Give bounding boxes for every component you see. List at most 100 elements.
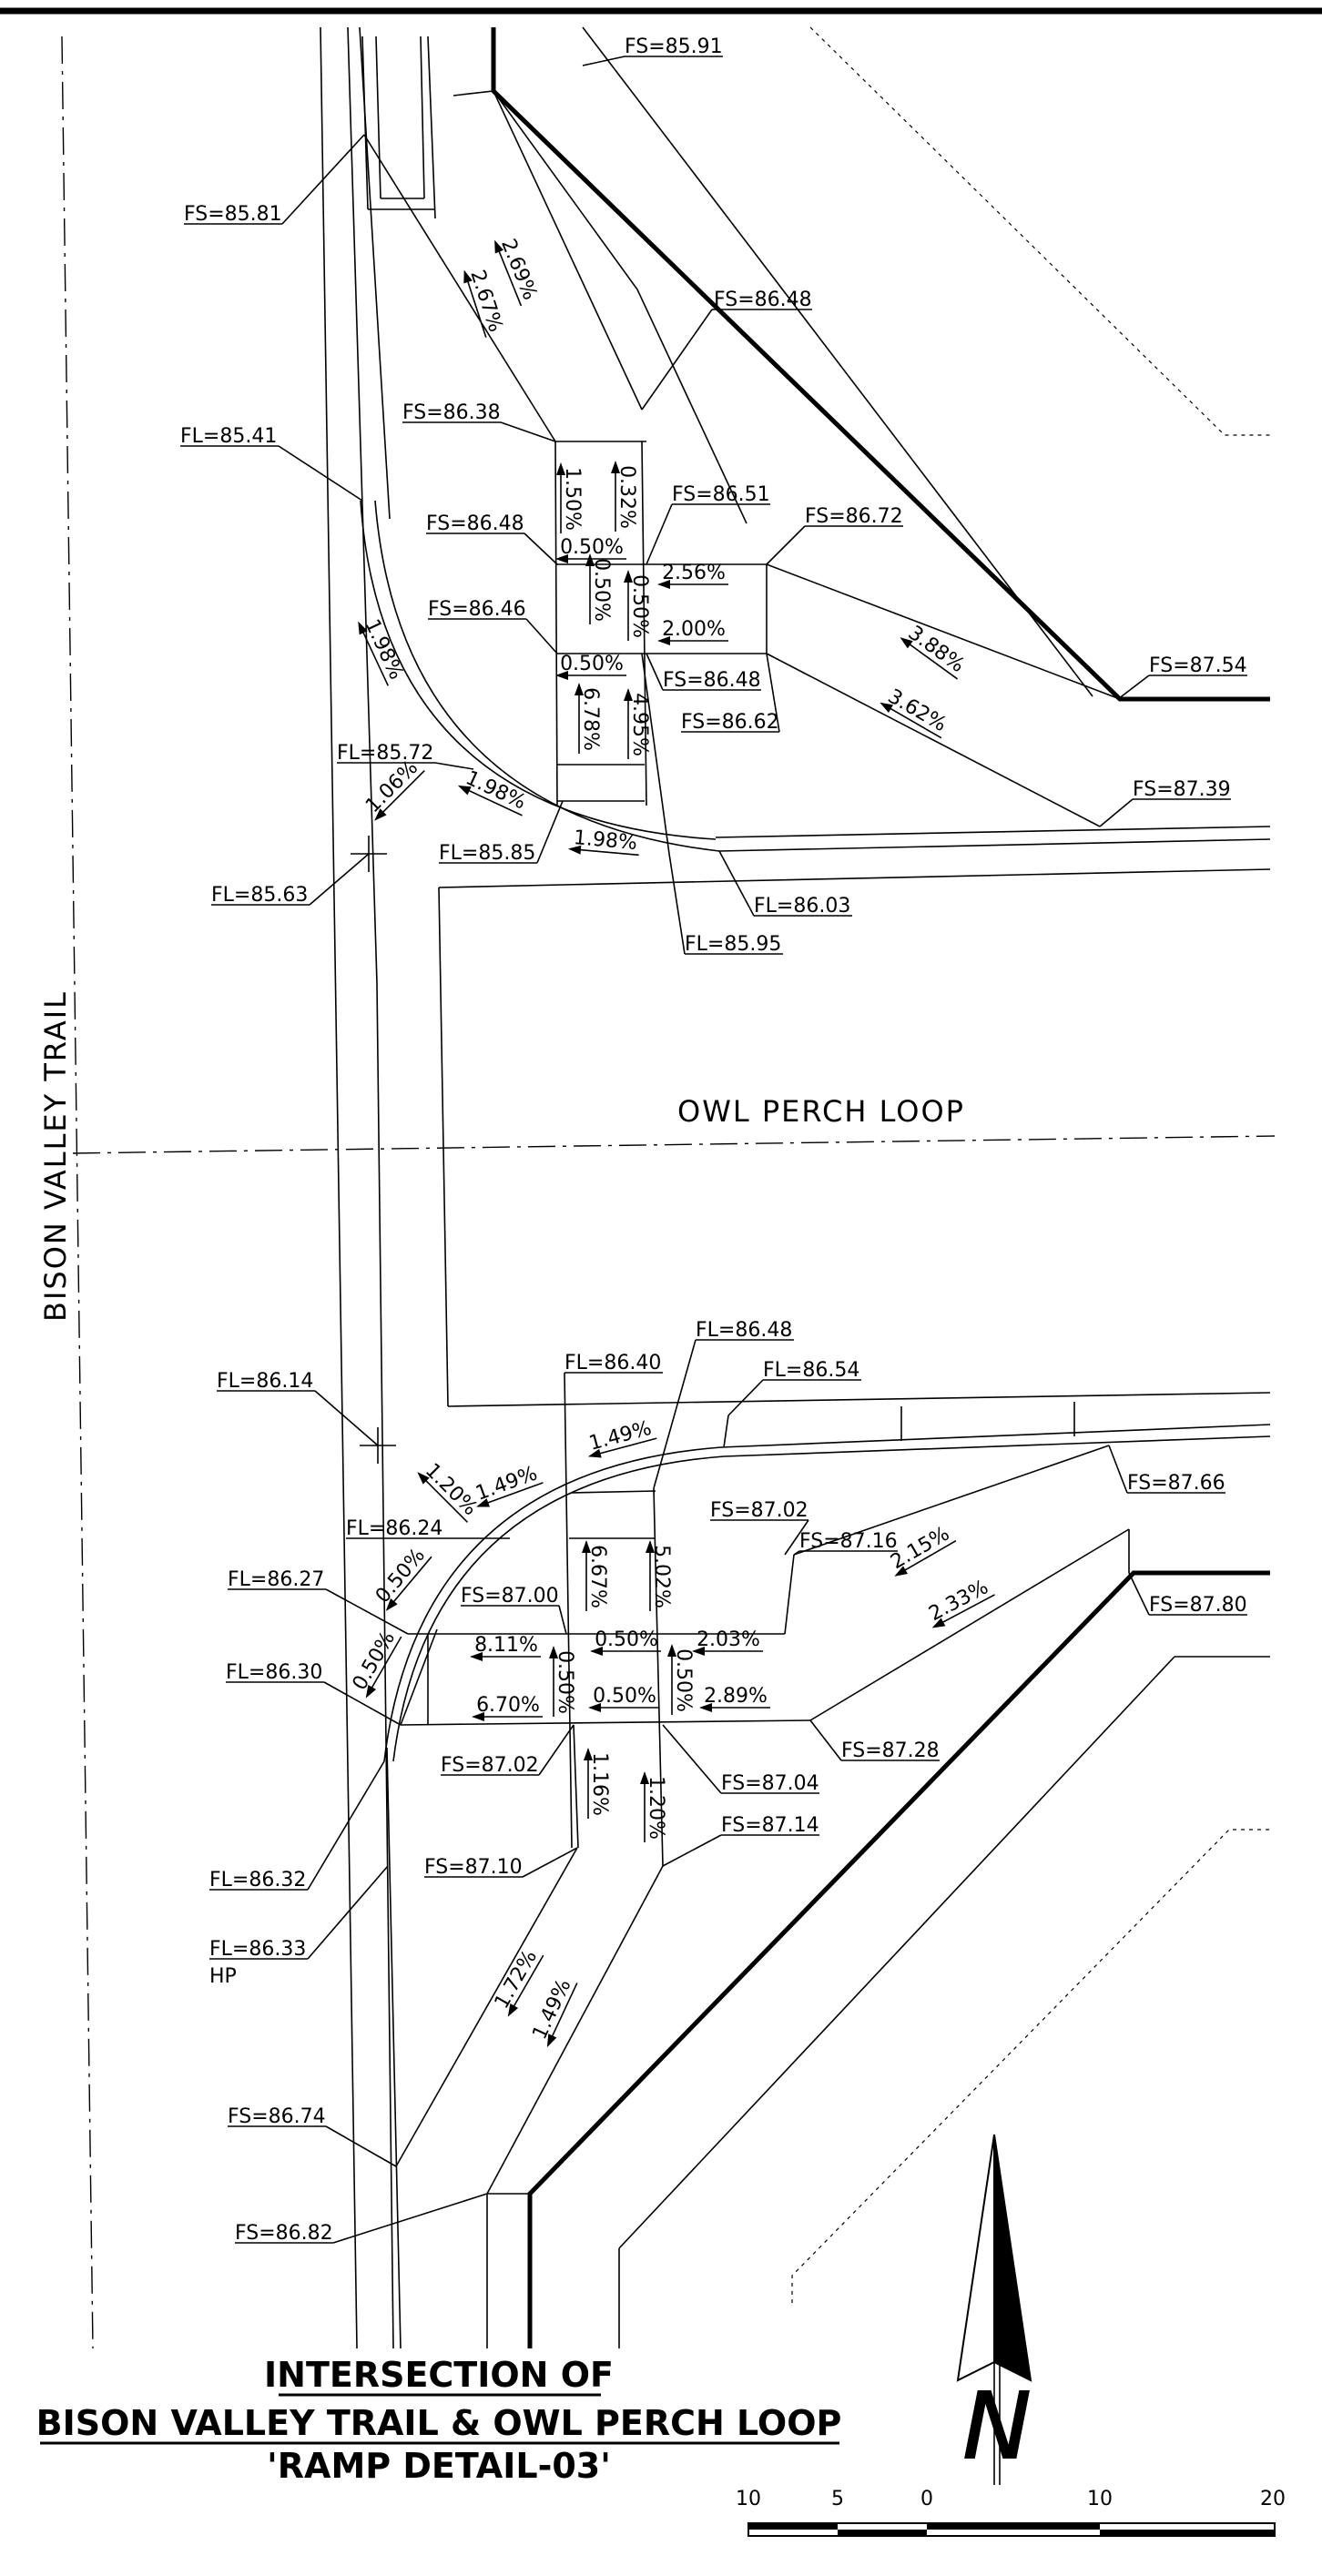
elevation-labels: FS=85.91FS=85.81FS=86.48FS=86.38FL=85.41… [180, 35, 1247, 2245]
north-letter: N [963, 2373, 1032, 2480]
label-leader-30 [809, 1719, 842, 1761]
bison-centerline [61, 35, 94, 2349]
north-ramp-geometry [363, 26, 1121, 855]
slope-arrowhead-12 [575, 683, 584, 695]
north-arrow-left-half [956, 2134, 995, 2382]
slope-arrowhead-3 [611, 461, 620, 473]
elevation-label-27: FS=87.00 [461, 1585, 559, 1607]
elevation-label-37: HP [209, 1965, 237, 1988]
label-leader-36 [307, 1865, 389, 1960]
elevation-label-8: FS=86.46 [428, 598, 526, 621]
slope-value-8: 2.00% [662, 618, 726, 641]
elevation-label-35: FL=86.32 [209, 1869, 306, 1891]
slope-value-22: 5.02% [650, 1545, 673, 1608]
slope-34: 2.89% [699, 1685, 770, 1712]
street-name-owl-perch-loop: OWL PERCH LOOP [677, 1094, 965, 1129]
label-leader-17 [668, 853, 686, 955]
label-leader-31 [538, 1724, 575, 1776]
elevation-label-1: FS=85.81 [184, 203, 282, 226]
label-leader-29 [323, 1681, 402, 1726]
slope-arrow-shaft-14 [880, 703, 942, 739]
slope-value-32: 6.70% [476, 1694, 540, 1717]
slope-value-20: 1.20% [421, 1459, 482, 1520]
label-leader-12 [434, 762, 474, 770]
slope-arrowhead-13 [624, 688, 633, 701]
owl-centerline [72, 1135, 1276, 1154]
slope-arrowhead-19 [587, 1448, 602, 1458]
slope-value-33: 0.50% [593, 1685, 656, 1708]
scale-label-10-left: 10 [736, 2488, 761, 2510]
slope-arrow-shaft-18 [477, 1482, 544, 1507]
title-line-1: INTERSECTION OF [264, 2355, 614, 2395]
slope-value-5: 2.56% [662, 562, 726, 584]
label-leader-21 [314, 1390, 379, 1446]
slope-arrowhead-33 [588, 1703, 601, 1712]
slope-0: 2.69% [494, 236, 541, 307]
elevation-label-10: FS=86.62 [681, 711, 779, 734]
elevation-label-4: FL=85.41 [180, 425, 277, 448]
slope-arrowhead-34 [699, 1703, 712, 1712]
slope-11: 1.98% [358, 616, 408, 686]
slope-arrowhead-36 [640, 1771, 649, 1784]
slope-value-3: 0.32% [615, 465, 638, 529]
label-leaders [180, 56, 1247, 2244]
slope-24: 0.50% [371, 1544, 432, 1611]
south-ramp-geometry [395, 1445, 1270, 2348]
slope-arrow-shaft-25 [933, 1594, 995, 1628]
label-leader-19 [564, 1372, 567, 1494]
elevation-label-9: FS=86.48 [663, 669, 761, 692]
label-leader-5 [646, 503, 673, 565]
slope-arrowhead-31 [365, 1685, 377, 1699]
slope-arrow-shaft-20 [418, 1472, 469, 1523]
slope-19: 1.49% [586, 1417, 657, 1458]
elevation-label-7: FS=86.48 [426, 512, 524, 535]
slope-value-19: 1.49% [586, 1417, 654, 1455]
slope-15: 1.06% [361, 756, 425, 821]
scale-bar: 10 5 0 10 20 [736, 2488, 1286, 2537]
scale-label-10-right: 10 [1087, 2488, 1113, 2510]
slope-5: 2.56% [657, 562, 728, 589]
label-leader-20 [727, 1379, 764, 1416]
slope-arrowhead-14 [880, 702, 893, 714]
label-leader-3 [500, 421, 556, 442]
label-leader-7 [524, 532, 558, 565]
elevation-label-6: FS=86.72 [805, 505, 903, 528]
elevation-label-20: FL=86.54 [763, 1359, 859, 1382]
scale-bar-fill-1 [748, 2523, 838, 2530]
elevation-label-31: FS=87.02 [441, 1754, 539, 1777]
slope-value-6: 0.50% [590, 558, 613, 622]
slope-26: 8.11% [470, 1634, 541, 1661]
label-leader-26 [325, 1588, 409, 1635]
elevation-label-5: FS=86.51 [672, 483, 770, 506]
scale-label-0: 0 [920, 2488, 933, 2510]
slope-arrowhead-37 [507, 2003, 519, 2017]
slope-arrowhead-2 [556, 462, 565, 475]
slope-arrowhead-10 [900, 637, 913, 649]
slope-arrow-shaft-16 [459, 786, 523, 816]
slope-value-18: 1.49% [473, 1462, 540, 1505]
slope-arrow-shaft-17 [569, 847, 639, 857]
elevation-label-36: FL=86.33 [209, 1938, 306, 1961]
elevation-label-33: FS=87.14 [721, 1814, 819, 1837]
slope-arrowhead-25 [931, 1618, 946, 1628]
slope-arrow-shaft-23 [895, 1540, 957, 1577]
slope-arrowhead-30 [667, 1644, 676, 1657]
elevation-label-18: FL=86.48 [696, 1319, 792, 1342]
label-leader-8 [525, 618, 558, 654]
slope-arrowhead-7 [624, 570, 633, 583]
title-line-3: 'RAMP DETAIL-03' [267, 2446, 611, 2486]
scale-bar-fill-2 [838, 2530, 927, 2536]
slope-arrowhead-9 [555, 671, 568, 680]
slope-value-0: 2.69% [496, 236, 541, 303]
elevation-label-23: FS=87.02 [710, 1499, 808, 1522]
label-leader-0 [582, 56, 625, 66]
slope-arrowhead-22 [646, 1540, 655, 1553]
elevation-label-32: FS=87.04 [721, 1772, 819, 1795]
slope-arrowhead-15 [374, 808, 387, 821]
slope-28: 2.03% [692, 1628, 763, 1656]
curb-returns [360, 500, 725, 1762]
label-leader-6 [766, 525, 806, 565]
slope-arrowhead-18 [476, 1498, 490, 1507]
label-leader-28 [1128, 1572, 1150, 1616]
